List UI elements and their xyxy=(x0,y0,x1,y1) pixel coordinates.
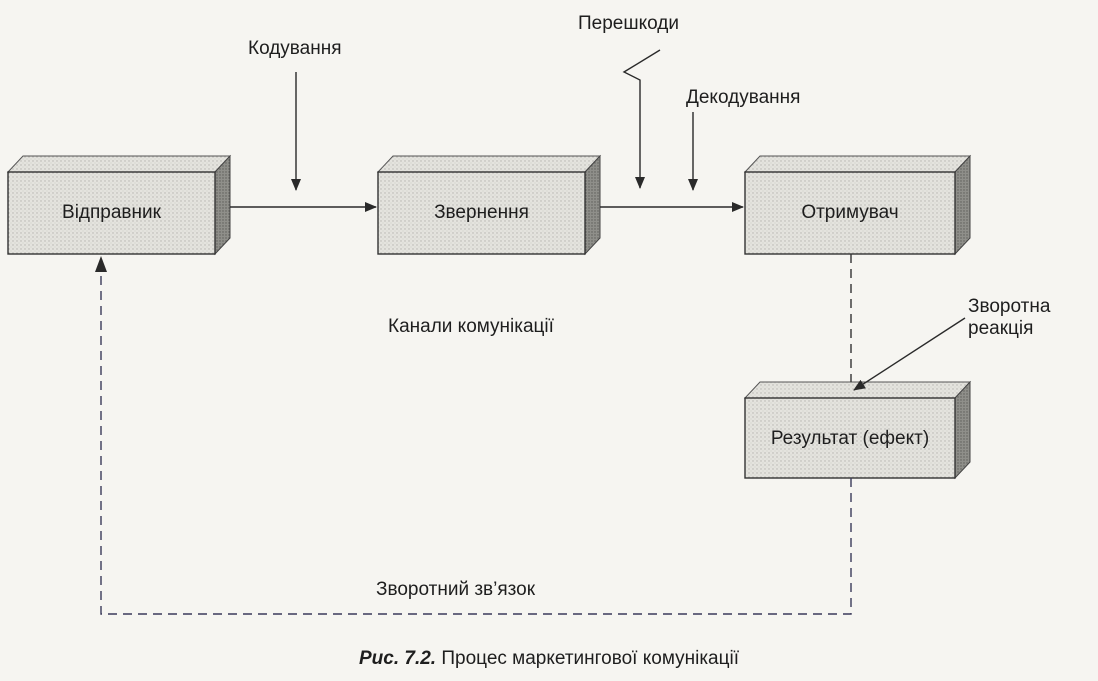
sender-label: Відправник xyxy=(62,202,161,223)
sender-box xyxy=(6,154,232,256)
result-box xyxy=(743,380,972,480)
figure-number: Рис. 7.2. xyxy=(358,648,437,669)
receiver-box xyxy=(743,154,972,256)
feedback-dashed-loop xyxy=(100,270,852,615)
message-box xyxy=(376,154,602,256)
response-arrow xyxy=(853,317,966,391)
message-label: Звернення xyxy=(434,202,529,223)
response-label: Зворотна реакція xyxy=(968,296,1051,339)
feedback-arrowhead xyxy=(95,256,107,272)
result-label: Результат (ефект) xyxy=(770,428,930,449)
noise-zigzag xyxy=(622,49,661,189)
decoding-label: Декодування xyxy=(686,87,801,108)
figure-caption: Рис. 7.2. Процес маркетингової комунікац… xyxy=(0,648,1098,670)
encoding-label: Кодування xyxy=(248,38,342,59)
channels-label: Канали комунікації xyxy=(388,316,554,337)
receiver-label: Отримувач xyxy=(801,202,899,223)
noise-label: Перешкоди xyxy=(578,13,679,34)
figure-title: Процес маркетингової комунікації xyxy=(441,648,739,669)
feedback-label: Зворотний зв’язок xyxy=(376,579,536,600)
